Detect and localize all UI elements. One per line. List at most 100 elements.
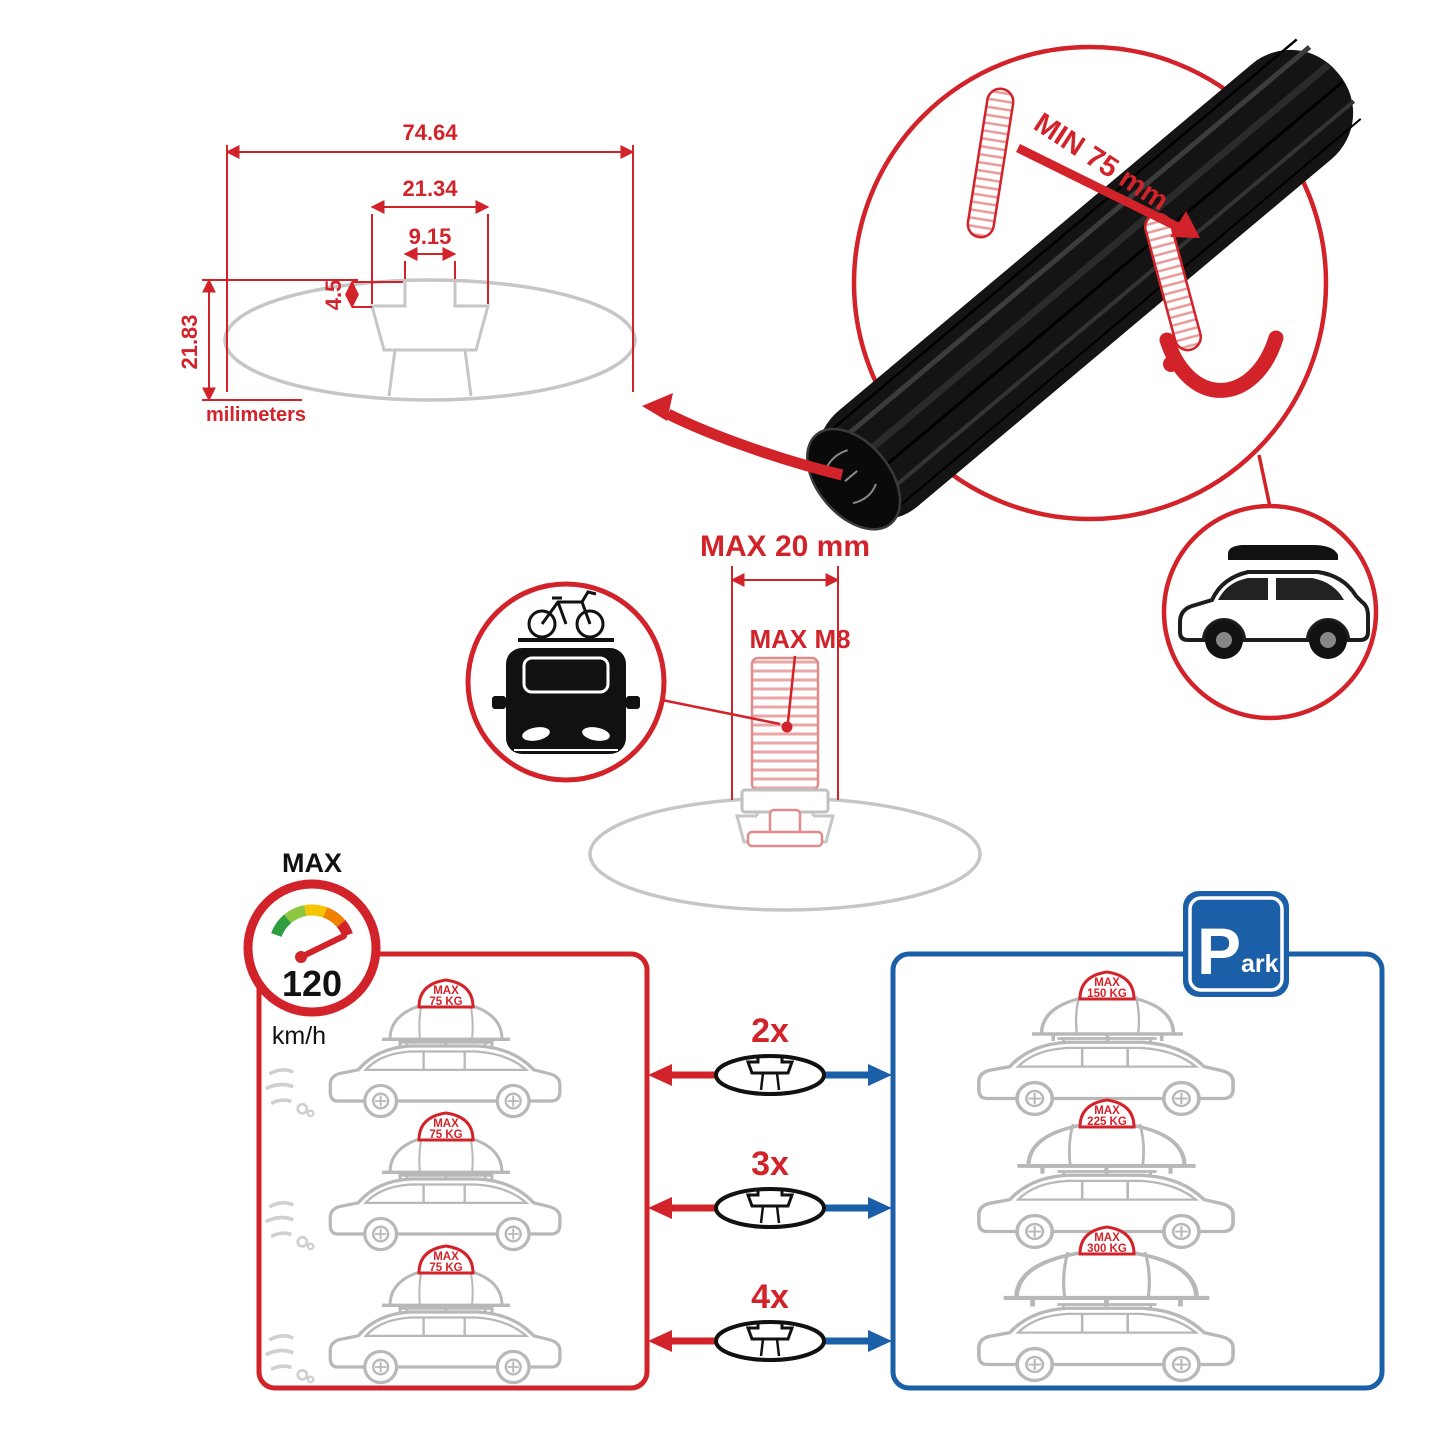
- dim-ext-slot-outer: [371, 214, 489, 304]
- bar-stripe: [846, 80, 1344, 499]
- arrow-to-parking-head: [868, 1197, 892, 1219]
- profile-t-slot: [370, 281, 490, 352]
- dim-ext-total-width: [226, 145, 634, 392]
- crossbar-profile-icon: [714, 1187, 826, 1229]
- load-tag: MAX 75 KG: [417, 1111, 475, 1142]
- min-clearance-arrowhead: [1170, 211, 1200, 238]
- crossbar-body: [816, 49, 1354, 521]
- dim-ext-total-height: [202, 279, 358, 401]
- car-headlight-right: [582, 727, 610, 741]
- car-windshield: [522, 656, 610, 694]
- load-tag: MAX 150 KG: [1078, 970, 1136, 1001]
- multiplier-label: 3x: [751, 1145, 789, 1183]
- park-sign-letter: P: [1197, 914, 1241, 988]
- arrow-to-driving-head: [648, 1197, 672, 1219]
- load-tag-line1: MAX: [1094, 1232, 1120, 1244]
- crossbar-profile-dimension-diagram: 74.64 21.34 9.15 4.5 21.83 milimeters: [177, 120, 637, 426]
- dim-slot-depth-label: 4.5: [321, 280, 346, 311]
- load-tag: MAX 225 KG: [1078, 1098, 1136, 1129]
- load-tag: MAX 300 KG: [1078, 1225, 1136, 1256]
- crossbar-profile-icon: [714, 1320, 826, 1362]
- load-tag: MAX 75 KG: [417, 978, 475, 1009]
- crossbar-end-cap: [806, 427, 902, 531]
- speed-unit: km/h: [272, 1022, 326, 1050]
- load-tag-line1: MAX: [433, 985, 459, 997]
- load-tag-line1: MAX: [1094, 977, 1120, 989]
- multiplier-label: 4x: [751, 1278, 789, 1316]
- arrow-to-parking-head: [868, 1330, 892, 1352]
- suv-window-rear: [1276, 578, 1344, 600]
- load-tag-line2: 225 KG: [1087, 1116, 1127, 1128]
- speedometer-pivot: [295, 951, 307, 963]
- speedometer-ring: [243, 879, 381, 1017]
- bar-stripe: [821, 45, 1312, 458]
- profile-web-lines: [387, 349, 473, 397]
- u-bolt-dot: [1163, 356, 1179, 372]
- profile-pointer-arrow: [665, 409, 844, 481]
- roof-box: [1228, 545, 1338, 560]
- crossbar-bar: [806, 38, 1362, 531]
- profile-ellipse: [223, 278, 637, 402]
- bolt-detail-diagram: MAX 20 mm MAX M8: [588, 530, 982, 912]
- dim-total-width-label: 74.64: [402, 120, 458, 145]
- dim-unit-label: milimeters: [206, 404, 306, 426]
- arrow-to-driving-head: [648, 1330, 672, 1352]
- load-tag-line1: MAX: [1094, 1105, 1120, 1117]
- park-sign-bg: [1183, 891, 1289, 997]
- load-tag-line2: 75 KG: [429, 996, 462, 1008]
- bolt-max-length-label: MAX 20 mm: [700, 530, 870, 563]
- suv-roofbox-illustration: [1161, 503, 1379, 721]
- load-tag-line1: MAX: [433, 1251, 459, 1263]
- circle-connector-line: [1257, 454, 1272, 508]
- dim-total-height-label: 21.83: [177, 314, 202, 369]
- arrow-to-parking-head: [868, 1064, 892, 1086]
- bolt-t-foot: [746, 830, 824, 848]
- speedometer-needle: [298, 933, 347, 960]
- dim-ext-slot-inner: [404, 261, 456, 279]
- bolt-washer: [740, 788, 830, 814]
- park-sign-border: [1188, 896, 1284, 992]
- load-tag: MAX 75 KG: [417, 1244, 475, 1275]
- parking-cars: MAX 150 KG MAX 225 KG MAX 300 KG: [977, 970, 1235, 1383]
- park-sign: P ark: [1183, 891, 1289, 997]
- min-clearance-arrow: [1016, 143, 1184, 234]
- speed-max-label: MAX: [282, 848, 342, 878]
- park-sign-suffix: ark: [1241, 950, 1279, 978]
- bolt-dim-ext-lines: [731, 566, 839, 800]
- bolt-leader-line: [786, 655, 797, 723]
- speedometer: MAX 120 km/h: [243, 848, 381, 1050]
- car-bike-illustration: [465, 581, 667, 783]
- bolt-max-thread-label: MAX M8: [749, 624, 850, 654]
- load-tag-line2: 75 KG: [429, 1262, 462, 1274]
- load-tag-line2: 150 KG: [1087, 988, 1127, 1000]
- load-tag-line2: 300 KG: [1087, 1243, 1127, 1255]
- load-tag-line2: 75 KG: [429, 1129, 462, 1141]
- zoom-circle: [851, 44, 1329, 522]
- speed-value: 120: [282, 963, 342, 1004]
- load-tag-line1: MAX: [433, 1118, 459, 1130]
- dim-slot-inner-label: 9.15: [409, 224, 452, 249]
- crossbar-closeup: MIN 75 mm: [642, 38, 1362, 531]
- bolt-lower-shaft: [768, 808, 802, 836]
- u-bolt-left-leg: [966, 87, 1015, 239]
- driving-cars: MAX 75 KG MAX 75 KG MAX 75 KG: [263, 978, 562, 1385]
- suv-wheel-hub: [1320, 632, 1336, 648]
- bike-icon: [527, 590, 605, 639]
- car-mirror-right: [626, 696, 640, 709]
- bolt-leader-dot: [781, 721, 793, 733]
- multiplier-rows: 2x 3x 4x: [648, 1012, 892, 1362]
- bar-stripe: [831, 62, 1331, 483]
- arrow-to-driving-head: [648, 1064, 672, 1086]
- car-mirror-left: [492, 696, 506, 709]
- bar-stripe: [820, 38, 1298, 439]
- dim-slot-outer-label: 21.34: [402, 176, 458, 201]
- bar-stripe: [882, 118, 1362, 521]
- dim-ext-slot-depth: [352, 281, 403, 308]
- bar-stripe: [865, 99, 1356, 512]
- crossbar-profile-icon: [714, 1054, 826, 1096]
- profile-pointer-arrowhead: [642, 393, 673, 421]
- suv-window-front: [1218, 578, 1268, 600]
- multiplier-label: 2x: [751, 1012, 789, 1050]
